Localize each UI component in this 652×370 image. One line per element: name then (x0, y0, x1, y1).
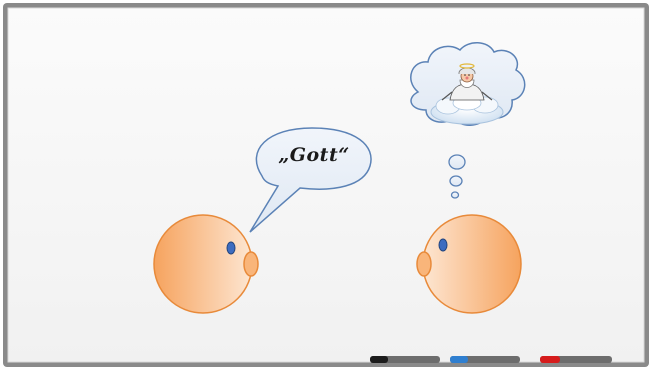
black-marker[interactable] (370, 356, 440, 363)
left-eye (227, 242, 235, 254)
blue-marker[interactable] (450, 356, 520, 363)
thought-dot-small (452, 192, 459, 198)
right-mouth (417, 252, 431, 276)
speech-bubble-text: „Gott“ (268, 144, 360, 166)
thought-dot-large (449, 155, 465, 169)
left-mouth (244, 252, 258, 276)
red-marker[interactable] (540, 356, 612, 363)
right-eye (439, 239, 447, 251)
thought-dot-medium (450, 176, 462, 186)
marker-tray (370, 356, 612, 363)
